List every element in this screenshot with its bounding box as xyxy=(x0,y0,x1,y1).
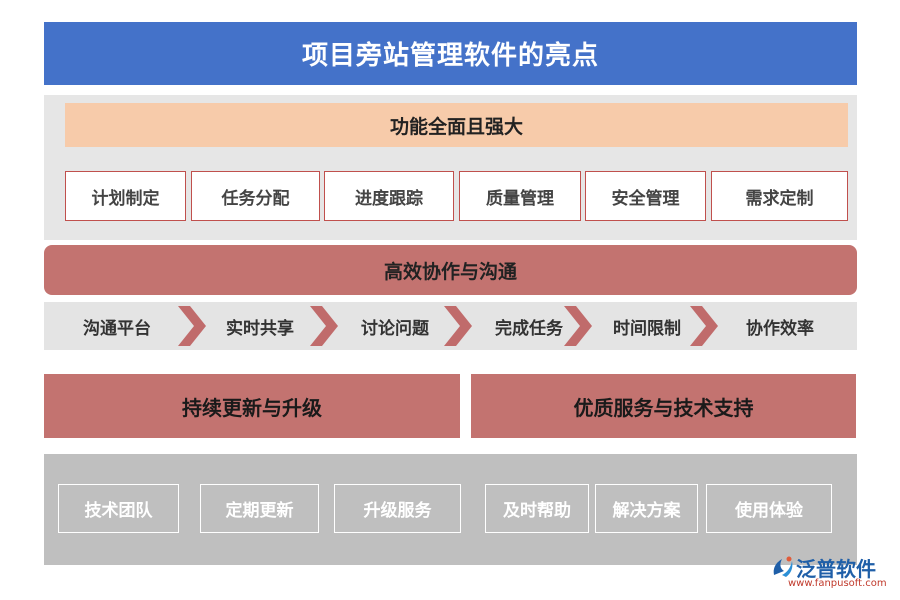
logo-url: www.fanpusoft.com xyxy=(788,578,887,589)
feature-item: 进度跟踪 xyxy=(324,171,454,221)
collaboration-flow: 沟通平台 实时共享 讨论问题 完成任务 时间限制 协作效率 xyxy=(44,302,857,350)
chevron-right-icon xyxy=(178,306,206,346)
support-item: 升级服务 xyxy=(334,484,461,533)
feature-item: 质量管理 xyxy=(459,171,581,221)
feature-item: 任务分配 xyxy=(191,171,320,221)
updates-box: 持续更新与升级 xyxy=(44,374,460,438)
support-item: 技术团队 xyxy=(58,484,179,533)
logo-name: 泛普软件 xyxy=(796,557,876,581)
chevron-right-icon xyxy=(310,306,338,346)
flow-step: 协作效率 xyxy=(746,318,814,339)
support-item: 定期更新 xyxy=(200,484,319,533)
support-item: 使用体验 xyxy=(706,484,832,533)
chevron-right-icon xyxy=(444,306,472,346)
fanpu-logo-icon xyxy=(773,556,793,577)
feature-item: 需求定制 xyxy=(711,171,848,221)
flow-step: 沟通平台 xyxy=(83,318,151,339)
support-item: 解决方案 xyxy=(595,484,698,533)
page-title: 项目旁站管理软件的亮点 xyxy=(44,22,857,85)
flow-step: 讨论问题 xyxy=(361,318,429,339)
features-panel: 功能全面且强大 计划制定 任务分配 进度跟踪 质量管理 安全管理 需求定制 xyxy=(44,95,857,240)
support-panel: 技术团队 定期更新 升级服务 及时帮助 解决方案 使用体验 xyxy=(44,454,857,565)
support-box: 优质服务与技术支持 xyxy=(471,374,856,438)
flow-step: 完成任务 xyxy=(495,318,563,339)
brand-logo: 泛普软件 www.fanpusoft.com xyxy=(768,553,893,593)
chevron-right-icon xyxy=(690,306,718,346)
support-item: 及时帮助 xyxy=(485,484,589,533)
chevron-right-icon xyxy=(564,306,592,346)
feature-item: 安全管理 xyxy=(585,171,706,221)
collaboration-heading: 高效协作与沟通 xyxy=(44,245,857,295)
flow-step: 时间限制 xyxy=(613,318,681,339)
feature-item: 计划制定 xyxy=(65,171,186,221)
features-heading: 功能全面且强大 xyxy=(65,103,848,147)
flow-step: 实时共享 xyxy=(226,318,294,339)
